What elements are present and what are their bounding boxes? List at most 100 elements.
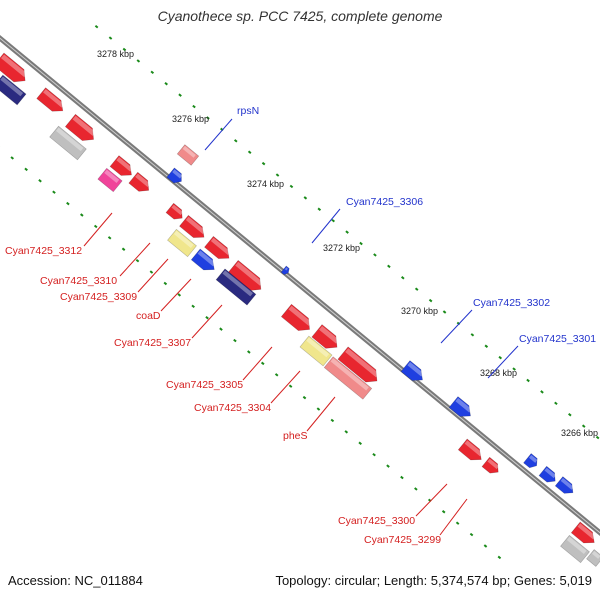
scale-tick-label: 3270 kbp — [401, 306, 438, 316]
track-dot — [192, 104, 196, 109]
track-dot — [428, 298, 433, 303]
track-dot — [136, 59, 141, 63]
track-dot — [289, 184, 294, 189]
track-dot — [149, 270, 154, 274]
track-dot — [93, 224, 98, 229]
track-dot — [260, 361, 265, 366]
track-dot — [80, 213, 84, 217]
gene-label: Cyan7425_3301 — [519, 333, 596, 345]
track-dot — [317, 207, 322, 212]
forward-gene — [97, 167, 123, 193]
label-leader-line — [270, 370, 301, 404]
label-leader-line — [137, 258, 169, 293]
track-dot — [595, 435, 600, 440]
lower-dotted-track — [0, 146, 502, 560]
track-dot — [469, 532, 474, 537]
gene-label: Cyan7425_3309 — [60, 291, 137, 303]
forward-gene — [570, 521, 596, 544]
gene-label: Cyan7425_3312 — [5, 245, 82, 257]
track-dot — [302, 395, 307, 400]
forward-gene — [176, 144, 200, 166]
track-dot — [150, 70, 155, 75]
genome-title: Cyanothece sp. PCC 7425, complete genome — [157, 8, 443, 24]
track-dot — [233, 338, 237, 343]
reverse-gene — [554, 476, 574, 494]
track-dot — [484, 344, 489, 348]
track-dot — [206, 116, 210, 120]
track-dot — [526, 378, 530, 383]
forward-gene — [165, 202, 184, 220]
track-dot — [401, 276, 405, 280]
track-dot — [177, 293, 182, 297]
track-dot — [261, 161, 266, 166]
track-dot — [512, 367, 516, 371]
forward-gene — [64, 113, 96, 141]
track-dot — [498, 355, 503, 360]
scale-tick-label: 3274 kbp — [247, 179, 284, 189]
track-dot — [94, 24, 99, 29]
reverse-gene — [190, 248, 216, 271]
track-dot — [219, 327, 223, 331]
reverse-gene — [538, 465, 557, 483]
gene-label: Cyan7425_3302 — [473, 297, 550, 309]
reverse-gene — [523, 453, 538, 469]
forward-gene — [586, 549, 600, 567]
track-dot — [164, 82, 168, 86]
track-dot — [331, 218, 335, 223]
label-leader-line — [306, 396, 336, 432]
track-dot — [107, 236, 112, 240]
track-dot — [372, 452, 376, 457]
label-leader-line — [242, 346, 273, 381]
label-leader-line — [160, 278, 192, 312]
track-dot — [24, 167, 28, 172]
forward-gene — [204, 235, 231, 259]
forward-gene — [337, 346, 380, 383]
label-leader-line — [204, 118, 233, 151]
track-dot — [191, 304, 195, 309]
scale-tick-label: 3276 kbp — [172, 114, 209, 124]
forward-gene — [227, 259, 264, 291]
track-dot — [121, 247, 126, 251]
track-dot — [497, 555, 502, 560]
track-dot — [178, 93, 182, 97]
track-dot — [52, 190, 56, 194]
track-dot — [455, 521, 460, 525]
scale-tick-label: 3268 kbp — [480, 368, 517, 378]
track-dot — [330, 418, 335, 423]
track-dot — [387, 264, 391, 269]
gene-label: Cyan7425_3307 — [114, 337, 191, 349]
forward-gene — [215, 268, 257, 306]
forward-gene — [311, 324, 340, 349]
forward-gene — [323, 356, 373, 400]
gene-label: Cyan7425_3300 — [338, 515, 415, 527]
upper-dotted-track — [94, 24, 600, 440]
label-leader-line — [439, 498, 468, 536]
forward-gene — [0, 52, 28, 83]
label-leader-line — [191, 304, 223, 339]
track-dot — [275, 173, 280, 177]
track-dot — [386, 464, 390, 468]
gene-label: rpsN — [237, 105, 259, 117]
genome-backbone-highlight — [0, 37, 600, 534]
gene-label: Cyan7425_3304 — [194, 402, 271, 414]
forward-gene — [128, 171, 151, 192]
track-dot — [470, 333, 475, 337]
track-dot — [441, 510, 446, 514]
track-dot — [414, 487, 418, 491]
forward-gene — [481, 456, 500, 474]
forward-gene — [457, 438, 483, 461]
scale-tick-label: 3272 kbp — [323, 243, 360, 253]
track-dot — [122, 47, 127, 52]
forward-gene — [49, 125, 87, 161]
gene-label: Cyan7425_3299 — [364, 534, 441, 546]
gene-label: Cyan7425_3305 — [166, 379, 243, 391]
track-dot — [274, 373, 279, 377]
gene-label: coaD — [136, 310, 161, 322]
forward-gene — [280, 303, 312, 331]
track-dot — [303, 196, 308, 200]
track-dot — [247, 350, 251, 354]
forward-gene — [36, 87, 65, 112]
track-dot — [359, 241, 363, 246]
gene-label: Cyan7425_3310 — [40, 275, 117, 287]
